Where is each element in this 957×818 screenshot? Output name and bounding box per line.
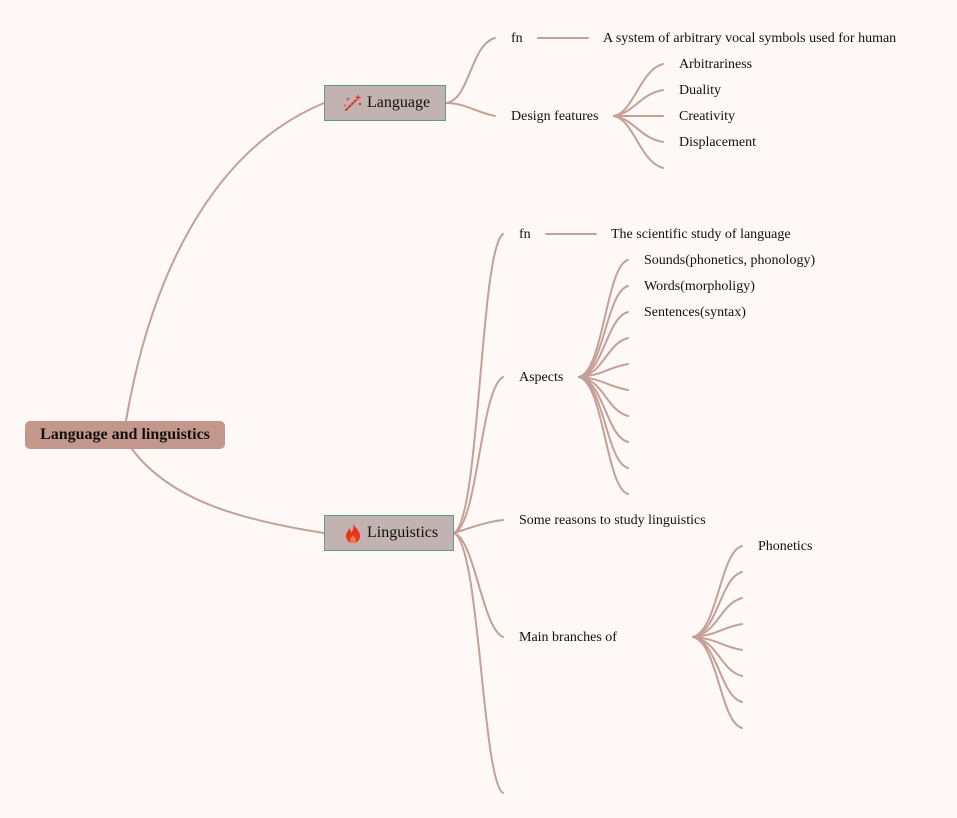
edge-design-5: [613, 115, 664, 169]
root-topic[interactable]: Language and linguistics: [25, 421, 225, 449]
edge-design-2: [613, 89, 664, 117]
language-fn-label[interactable]: fn: [511, 31, 523, 46]
topic-language-label: Language: [367, 94, 431, 111]
edge-linguistics-extra: [453, 532, 504, 794]
aspect-item[interactable]: Sounds(phonetics, phonology): [644, 253, 816, 268]
fire-icon: [343, 522, 363, 544]
design-feature-item[interactable]: Displacement: [679, 135, 756, 150]
design-feature-item[interactable]: Duality: [679, 83, 721, 98]
reasons-label[interactable]: Some reasons to study linguistics: [519, 513, 706, 528]
language-definition[interactable]: A system of arbitrary vocal symbols used…: [603, 31, 897, 46]
edge-language-fn: [445, 37, 496, 104]
edge-aspect-9: [578, 376, 629, 469]
branch-item[interactable]: Phonetics: [758, 539, 813, 554]
edge-branch-4: [692, 623, 743, 638]
topic-language[interactable]: Language: [324, 85, 446, 121]
main-branches-label[interactable]: Main branches of: [519, 630, 617, 645]
edge-branch-7: [692, 636, 743, 703]
edge-branch-8: [692, 636, 743, 729]
magic-wand-icon: [343, 92, 363, 114]
aspects-label[interactable]: Aspects: [519, 370, 564, 385]
edge-root-linguistics: [131, 448, 325, 534]
edge-branch-2: [692, 571, 743, 638]
edge-branch-3: [692, 597, 743, 638]
edge-branch-1: [692, 545, 743, 638]
edge-aspect-2: [578, 285, 629, 378]
edge-aspect-10: [578, 376, 629, 495]
linguistics-fn-label[interactable]: fn: [519, 227, 531, 242]
design-feature-item[interactable]: Arbitrariness: [679, 57, 753, 72]
edge-language-design: [445, 102, 496, 117]
edge-design-1: [613, 63, 664, 117]
design-features-label[interactable]: Design features: [511, 109, 599, 124]
aspect-item[interactable]: Words(morpholigy): [644, 279, 755, 294]
edge-root-language: [125, 102, 325, 422]
edge-linguistics-reasons: [453, 519, 504, 534]
edge-aspect-5: [578, 363, 629, 378]
topic-linguistics-label: Linguistics: [367, 524, 439, 541]
design-feature-item[interactable]: Creativity: [679, 109, 735, 124]
edge-linguistics-fn: [453, 233, 504, 534]
edge-linguistics-branches: [453, 532, 504, 638]
edge-aspect-1: [578, 259, 629, 378]
edge-aspect-3: [578, 311, 629, 378]
edge-linguistics-aspects: [453, 376, 504, 534]
topic-linguistics[interactable]: Linguistics: [324, 515, 454, 551]
aspect-item[interactable]: Sentences(syntax): [644, 305, 746, 320]
linguistics-definition[interactable]: The scientific study of language: [611, 227, 791, 242]
